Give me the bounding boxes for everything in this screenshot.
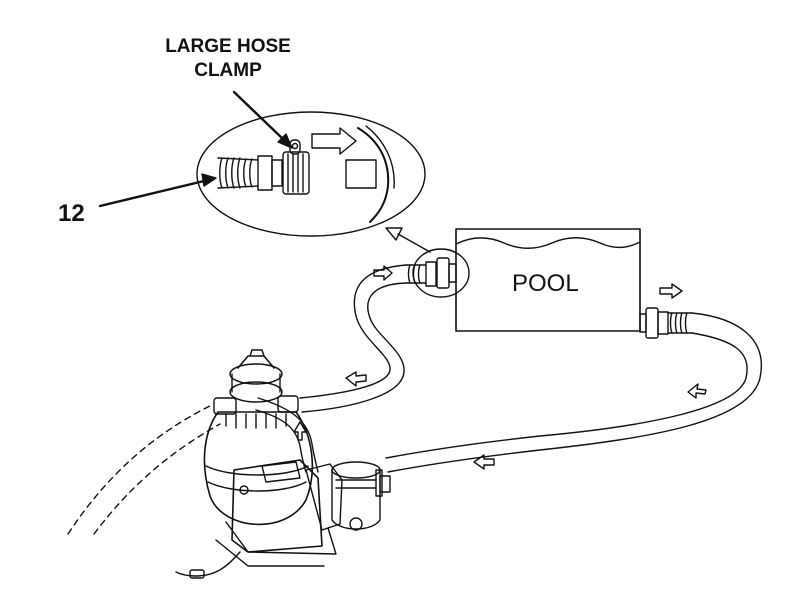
power-cord [176, 552, 240, 576]
flow-arrow-inlet [374, 266, 392, 280]
detail-wall-fitting [346, 160, 376, 188]
detail-pool-wall-inner [366, 126, 394, 188]
detail-hose-clamp [283, 140, 309, 194]
detail-coupling-collar [272, 160, 282, 186]
inlet-fitting [406, 258, 456, 288]
pump-housing [232, 460, 322, 552]
outlet-fitting [640, 308, 692, 338]
pump-connector-hose [256, 398, 318, 472]
detail-ellipse [197, 112, 425, 236]
detail-pool-wall [358, 128, 388, 222]
return-hose [300, 265, 406, 412]
filter-tank [204, 412, 312, 524]
flow-arrow-outlet [660, 284, 682, 298]
detail-coupling [258, 156, 272, 190]
flow-arrow-suction-2 [474, 455, 494, 469]
part-12-leader-arrow [100, 174, 216, 206]
detail-hose [218, 158, 258, 188]
detail-pointer-arrow [386, 228, 430, 252]
flow-arrows [294, 266, 706, 469]
multiport-valve-top [230, 364, 282, 384]
flow-arrow-suction-1 [688, 384, 706, 398]
flow-arrow-pump [294, 422, 306, 440]
detail-callout [197, 112, 425, 236]
sand-filter-pump [68, 350, 390, 578]
inlet-connection-circle [413, 249, 469, 297]
large-hose-clamp-label-line2: CLAMP [194, 60, 262, 81]
large-hose-clamp-label: LARGE HOSE CLAMP [148, 35, 308, 83]
pump-motor [306, 464, 342, 530]
pool-waterline [456, 238, 640, 249]
large-hose-clamp-label-line1: LARGE HOSE [165, 36, 291, 57]
detail-flow-arrow [312, 128, 356, 154]
flow-arrow-return [346, 372, 366, 386]
clamp-leader-arrow [234, 92, 292, 148]
strainer-lid [332, 462, 380, 478]
pool-label: POOL [512, 270, 579, 297]
suction-hose [386, 313, 761, 472]
part-number-label: 12 [58, 200, 85, 227]
